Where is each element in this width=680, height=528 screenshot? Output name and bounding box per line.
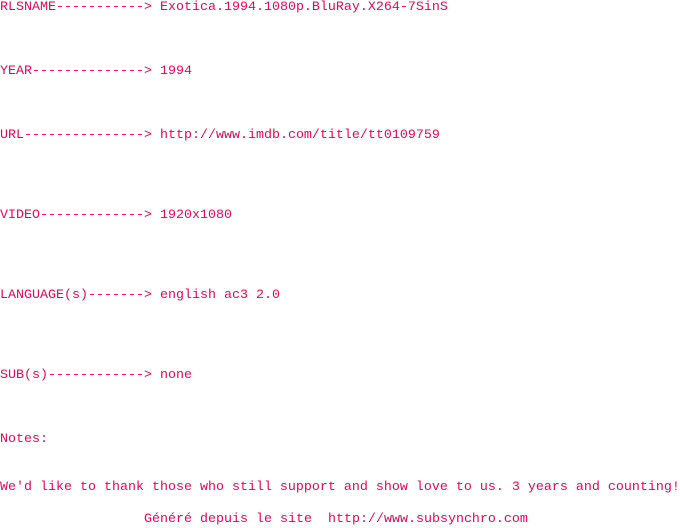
field-video: VIDEO-------------> 1920x1080 <box>0 209 232 223</box>
field-value: none <box>159 368 192 383</box>
field-label: YEAR--------------> <box>0 64 160 79</box>
footer: Généré depuis le site http://www.subsync… <box>144 513 528 527</box>
notes-label: Notes: <box>0 432 48 447</box>
field-language: LANGUAGE(s)-------> english ac3 2.0 <box>0 289 280 303</box>
field-rlsname: RLSNAME-----------> Exotica.1994.1080p.B… <box>0 1 448 15</box>
field-value: Exotica.1994.1080p.BluRay.X264-7SinS <box>159 0 448 15</box>
field-label: LANGUAGE(s)-------> <box>0 288 160 303</box>
field-subs: SUB(s)------------> none <box>0 369 192 383</box>
notes-text: We'd like to thank those who still suppo… <box>0 480 680 495</box>
field-year: YEAR--------------> 1994 <box>0 65 192 79</box>
footer-text: Généré depuis le site <box>144 512 328 527</box>
field-label: URL---------------> <box>0 128 160 143</box>
field-label: SUB(s)------------> <box>0 368 160 383</box>
field-value: 1920x1080 <box>159 208 232 223</box>
footer-link[interactable]: http://www.subsynchro.com <box>327 512 528 527</box>
field-value: english ac3 2.0 <box>159 288 280 303</box>
field-value: 1994 <box>159 64 192 79</box>
field-url: URL---------------> http://www.imdb.com/… <box>0 129 440 143</box>
field-value: http://www.imdb.com/title/tt0109759 <box>159 128 440 143</box>
field-label: RLSNAME-----------> <box>0 0 160 15</box>
field-label: VIDEO-------------> <box>0 208 160 223</box>
